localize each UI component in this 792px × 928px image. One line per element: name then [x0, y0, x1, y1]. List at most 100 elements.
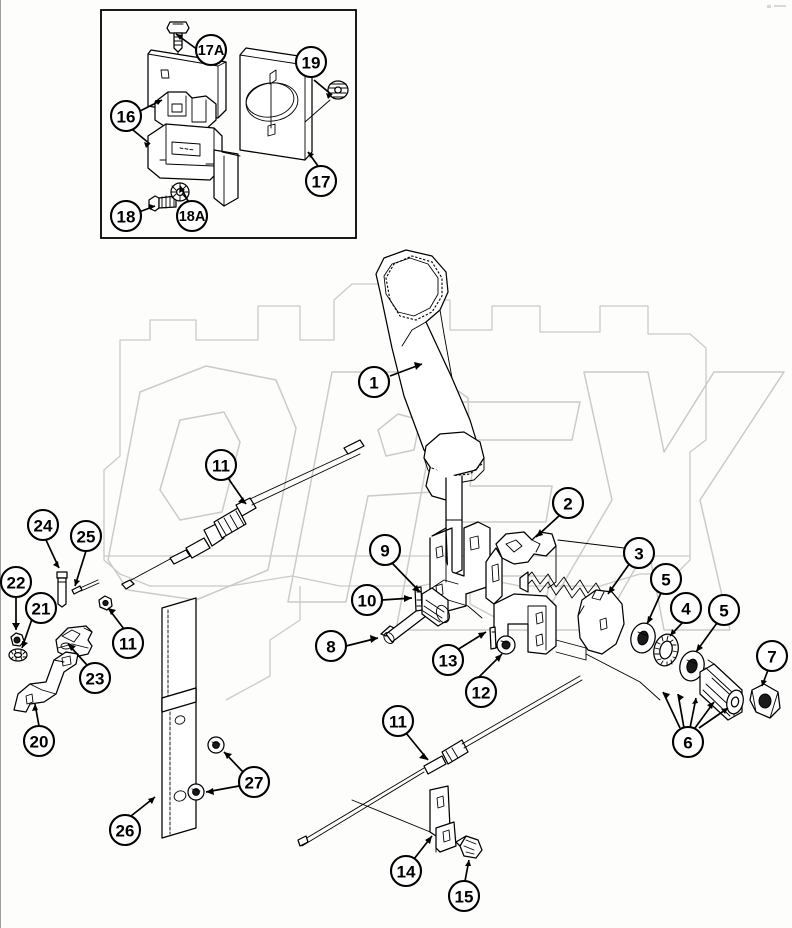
callout-circle	[381, 704, 415, 738]
part-21-lock-washer	[8, 648, 28, 662]
callout-circle	[304, 164, 338, 198]
callout-circle	[0, 565, 33, 599]
part-27-washer-lower	[187, 783, 205, 801]
callout-10-roll-pin[interactable]: 10	[350, 583, 384, 617]
detail-inset-box	[100, 9, 357, 239]
callout-11-control-cable[interactable]: 11	[381, 704, 415, 738]
callout-number: 12	[472, 684, 491, 703]
part-17a-screw	[166, 21, 190, 53]
callout-circle	[707, 593, 741, 627]
callout-4-serrated-lock-washer[interactable]: 4	[669, 591, 703, 625]
callout-number: 5	[661, 571, 670, 590]
part-11b-cable-nut	[98, 595, 113, 611]
callout-circle	[755, 639, 789, 673]
leader-lines-main	[12, 362, 769, 882]
callout-circle	[649, 562, 683, 596]
callout-number: 11	[119, 635, 137, 654]
callout-circle	[22, 724, 56, 758]
callout-circle	[622, 536, 656, 570]
part-9-torsion-spring	[421, 579, 483, 627]
callout-25-cotter-pin[interactable]: 25	[69, 519, 103, 553]
callout-number: 14	[397, 863, 416, 882]
callout-number: 18A	[179, 209, 206, 225]
leader-16-lower	[132, 129, 151, 145]
part-23-cable-yoke	[55, 625, 93, 659]
callout-number: 27	[245, 774, 264, 793]
part-7-lock-nut	[749, 683, 781, 719]
callout-number: 26	[116, 822, 135, 841]
callout-5-flat-washer[interactable]: 5	[707, 593, 741, 627]
callout-number: 1	[369, 374, 378, 393]
callout-circle	[78, 661, 112, 695]
callout-24-clevis-pin[interactable]: 24	[26, 508, 60, 542]
callout-number: 17	[312, 173, 331, 192]
callout-circle	[389, 854, 423, 888]
part-16-plate-lower	[213, 149, 239, 207]
callout-17A-mounting-screw[interactable]: 17A	[194, 33, 228, 67]
callout-number: 15	[455, 888, 474, 907]
part-25-cotter-pin	[71, 579, 100, 595]
callout-16-lever-housing[interactable]: 16	[109, 99, 143, 133]
leader-19	[313, 79, 333, 96]
callout-22-hex-nut[interactable]: 22	[0, 565, 33, 599]
callout-number: 22	[7, 574, 26, 593]
callout-circle	[194, 33, 228, 67]
callout-circle	[294, 45, 328, 79]
callout-circle	[671, 725, 705, 759]
callout-2-detent-plate[interactable]: 2	[551, 486, 585, 520]
part-5b-flat-washer	[679, 650, 705, 682]
callout-12-washer[interactable]: 12	[464, 675, 498, 709]
callout-23-cable-yoke[interactable]: 23	[78, 661, 112, 695]
callout-19-speed-nut[interactable]: 19	[294, 45, 328, 79]
callout-7-lock-nut[interactable]: 7	[755, 639, 789, 673]
callout-13-cotter-pin[interactable]: 13	[431, 643, 465, 677]
callout-circle	[111, 626, 145, 660]
part-16-bracket-lower	[147, 123, 223, 181]
part-8-pivot-pin	[380, 607, 427, 644]
part-10-roll-pin	[414, 586, 423, 612]
callout-11-control-cable-nut[interactable]: 11	[111, 626, 145, 660]
part-19-speed-nut	[327, 80, 349, 100]
callout-circle	[24, 591, 58, 625]
part-27-washer-upper	[207, 736, 225, 754]
callout-15-clamp-screw[interactable]: 15	[447, 879, 481, 913]
callout-8-pivot-pin[interactable]: 8	[314, 629, 348, 663]
callout-27-washer[interactable]: 27	[237, 765, 271, 799]
part-11c-control-cable-lower	[297, 675, 583, 847]
part-4-serrated-lock-washer	[653, 633, 679, 667]
callout-11-control-cable[interactable]: 11	[204, 448, 238, 482]
callout-number: 21	[32, 600, 51, 619]
callout-6-bushing-stack[interactable]: 6	[671, 725, 705, 759]
callout-18A-lock-washer[interactable]: 18A	[175, 199, 209, 233]
callout-circle	[204, 448, 238, 482]
callout-number: 23	[86, 670, 105, 689]
callout-5-flat-washer[interactable]: 5	[649, 562, 683, 596]
callout-17-cover-plate[interactable]: 17	[304, 164, 338, 198]
callout-number: 2	[563, 495, 572, 514]
callout-26-mounting-plate[interactable]: 26	[108, 813, 142, 847]
callout-number: 11	[389, 713, 407, 732]
callout-number: 19	[302, 54, 321, 73]
callout-1-joystick-handle-lever[interactable]: 1	[357, 365, 391, 399]
callout-number: 25	[77, 528, 96, 547]
inset-connector-19	[304, 99, 331, 123]
callout-9-torsion-spring[interactable]: 9	[368, 533, 402, 567]
part-6-bushing-stack	[699, 659, 744, 721]
callout-20-support-bracket[interactable]: 20	[22, 724, 56, 758]
part-15-clamp-screw	[455, 835, 483, 859]
callout-circle	[314, 629, 348, 663]
callout-3-cam-disc[interactable]: 3	[622, 536, 656, 570]
callout-18-bolt[interactable]: 18	[109, 199, 143, 233]
callout-circle	[350, 583, 384, 617]
callout-21-lock-washer[interactable]: 21	[24, 591, 58, 625]
part-14-cable-clamp-bracket	[429, 785, 457, 853]
callout-circle	[447, 879, 481, 913]
callout-circle	[431, 643, 465, 677]
part-3-cam-disc	[577, 589, 625, 655]
callout-circle	[108, 813, 142, 847]
callout-14-cable-clamp-bracket[interactable]: 14	[389, 854, 423, 888]
callout-number: 11	[212, 457, 230, 476]
